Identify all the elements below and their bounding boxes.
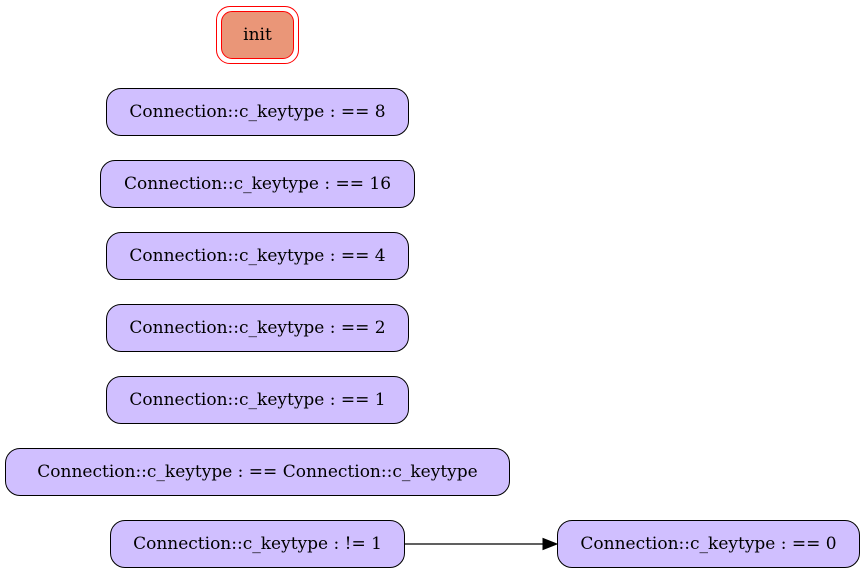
node-keytype-eq-1[interactable]: Connection::c_keytype : == 1 — [106, 376, 409, 424]
node-keytype-eq-2-label: Connection::c_keytype : == 2 — [129, 318, 386, 338]
init-node-label: init — [243, 25, 272, 45]
node-keytype-eq-16-label: Connection::c_keytype : == 16 — [123, 174, 392, 194]
node-keytype-eq-1-label: Connection::c_keytype : == 1 — [129, 390, 386, 410]
node-keytype-eq-0-label: Connection::c_keytype : == 0 — [580, 534, 837, 554]
node-keytype-eq-8-label: Connection::c_keytype : == 8 — [129, 102, 386, 122]
node-keytype-eq-0[interactable]: Connection::c_keytype : == 0 — [557, 520, 860, 568]
node-keytype-eq-4[interactable]: Connection::c_keytype : == 4 — [106, 232, 409, 280]
node-keytype-eq-16[interactable]: Connection::c_keytype : == 16 — [100, 160, 415, 208]
node-keytype-ne-1[interactable]: Connection::c_keytype : != 1 — [110, 520, 405, 568]
init-node[interactable]: init — [221, 11, 294, 59]
node-keytype-ne-1-label: Connection::c_keytype : != 1 — [133, 534, 382, 554]
edge-ne1-to-eq0-arrowhead — [542, 537, 559, 551]
node-keytype-eq-self[interactable]: Connection::c_keytype : == Connection::c… — [5, 448, 510, 496]
node-keytype-eq-2[interactable]: Connection::c_keytype : == 2 — [106, 304, 409, 352]
node-keytype-eq-8[interactable]: Connection::c_keytype : == 8 — [106, 88, 409, 136]
node-keytype-eq-self-label: Connection::c_keytype : == Connection::c… — [37, 462, 478, 482]
node-keytype-eq-4-label: Connection::c_keytype : == 4 — [129, 246, 386, 266]
